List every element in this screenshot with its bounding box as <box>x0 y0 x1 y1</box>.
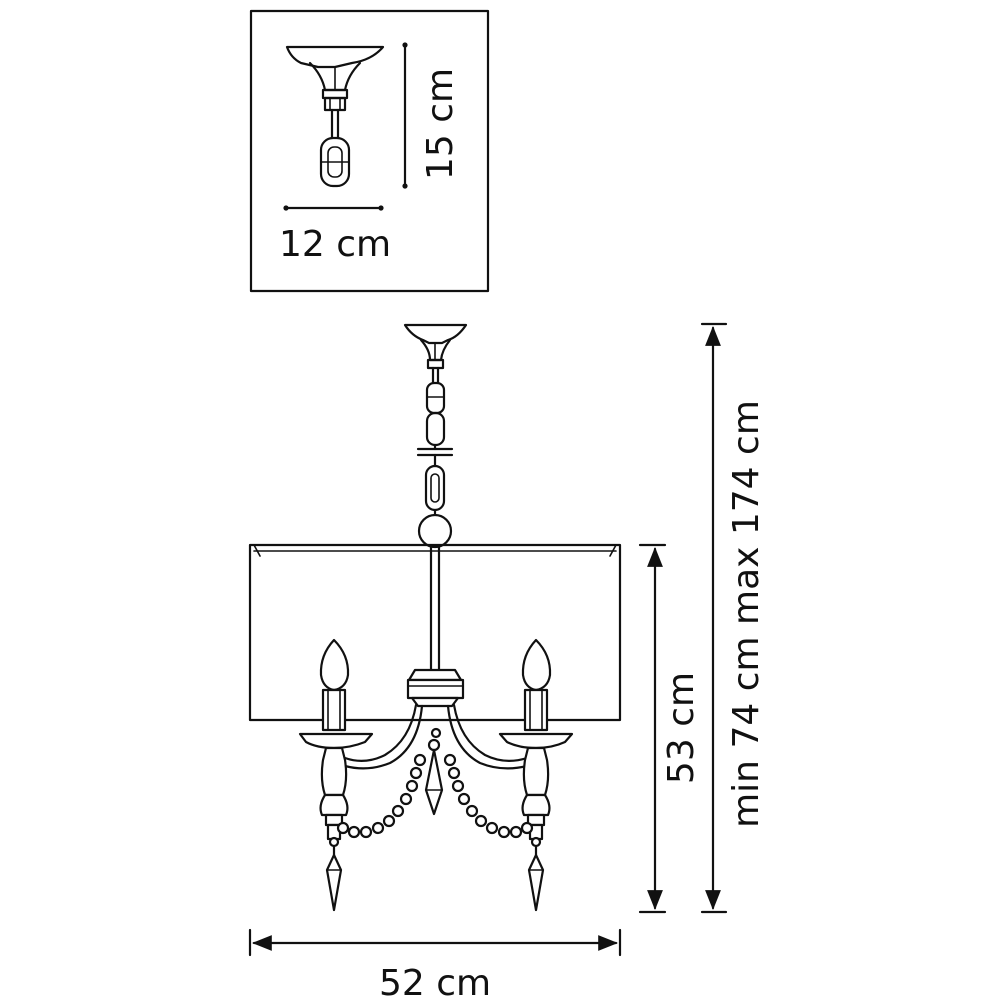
width-dimension <box>248 928 622 957</box>
inset-width-label: 12 cm <box>279 224 391 265</box>
suspension-chain <box>416 411 454 549</box>
center-crystal-drop <box>424 748 444 816</box>
ceiling-canopy <box>403 323 468 415</box>
bead-garland-right <box>443 753 534 839</box>
overall-height-dimension <box>700 322 728 914</box>
bead-garland-left <box>336 727 442 839</box>
inset-height-label: 15 cm <box>420 68 461 180</box>
inset-height-dimension <box>402 42 408 189</box>
inset-ceiling-canopy <box>285 45 385 188</box>
overall-height-label: min 74 cm max 174 cm <box>726 400 767 828</box>
width-label: 52 cm <box>379 963 491 1000</box>
arms <box>343 703 529 770</box>
center-stem <box>406 545 465 708</box>
inset-width-dimension <box>283 205 384 211</box>
right-candle-holder <box>498 638 574 912</box>
drum-shade <box>248 543 622 722</box>
inset-box <box>249 9 490 293</box>
left-candle-holder <box>298 638 374 912</box>
shade-height-dimension <box>638 543 667 914</box>
shade-height-label: 53 cm <box>661 672 702 784</box>
